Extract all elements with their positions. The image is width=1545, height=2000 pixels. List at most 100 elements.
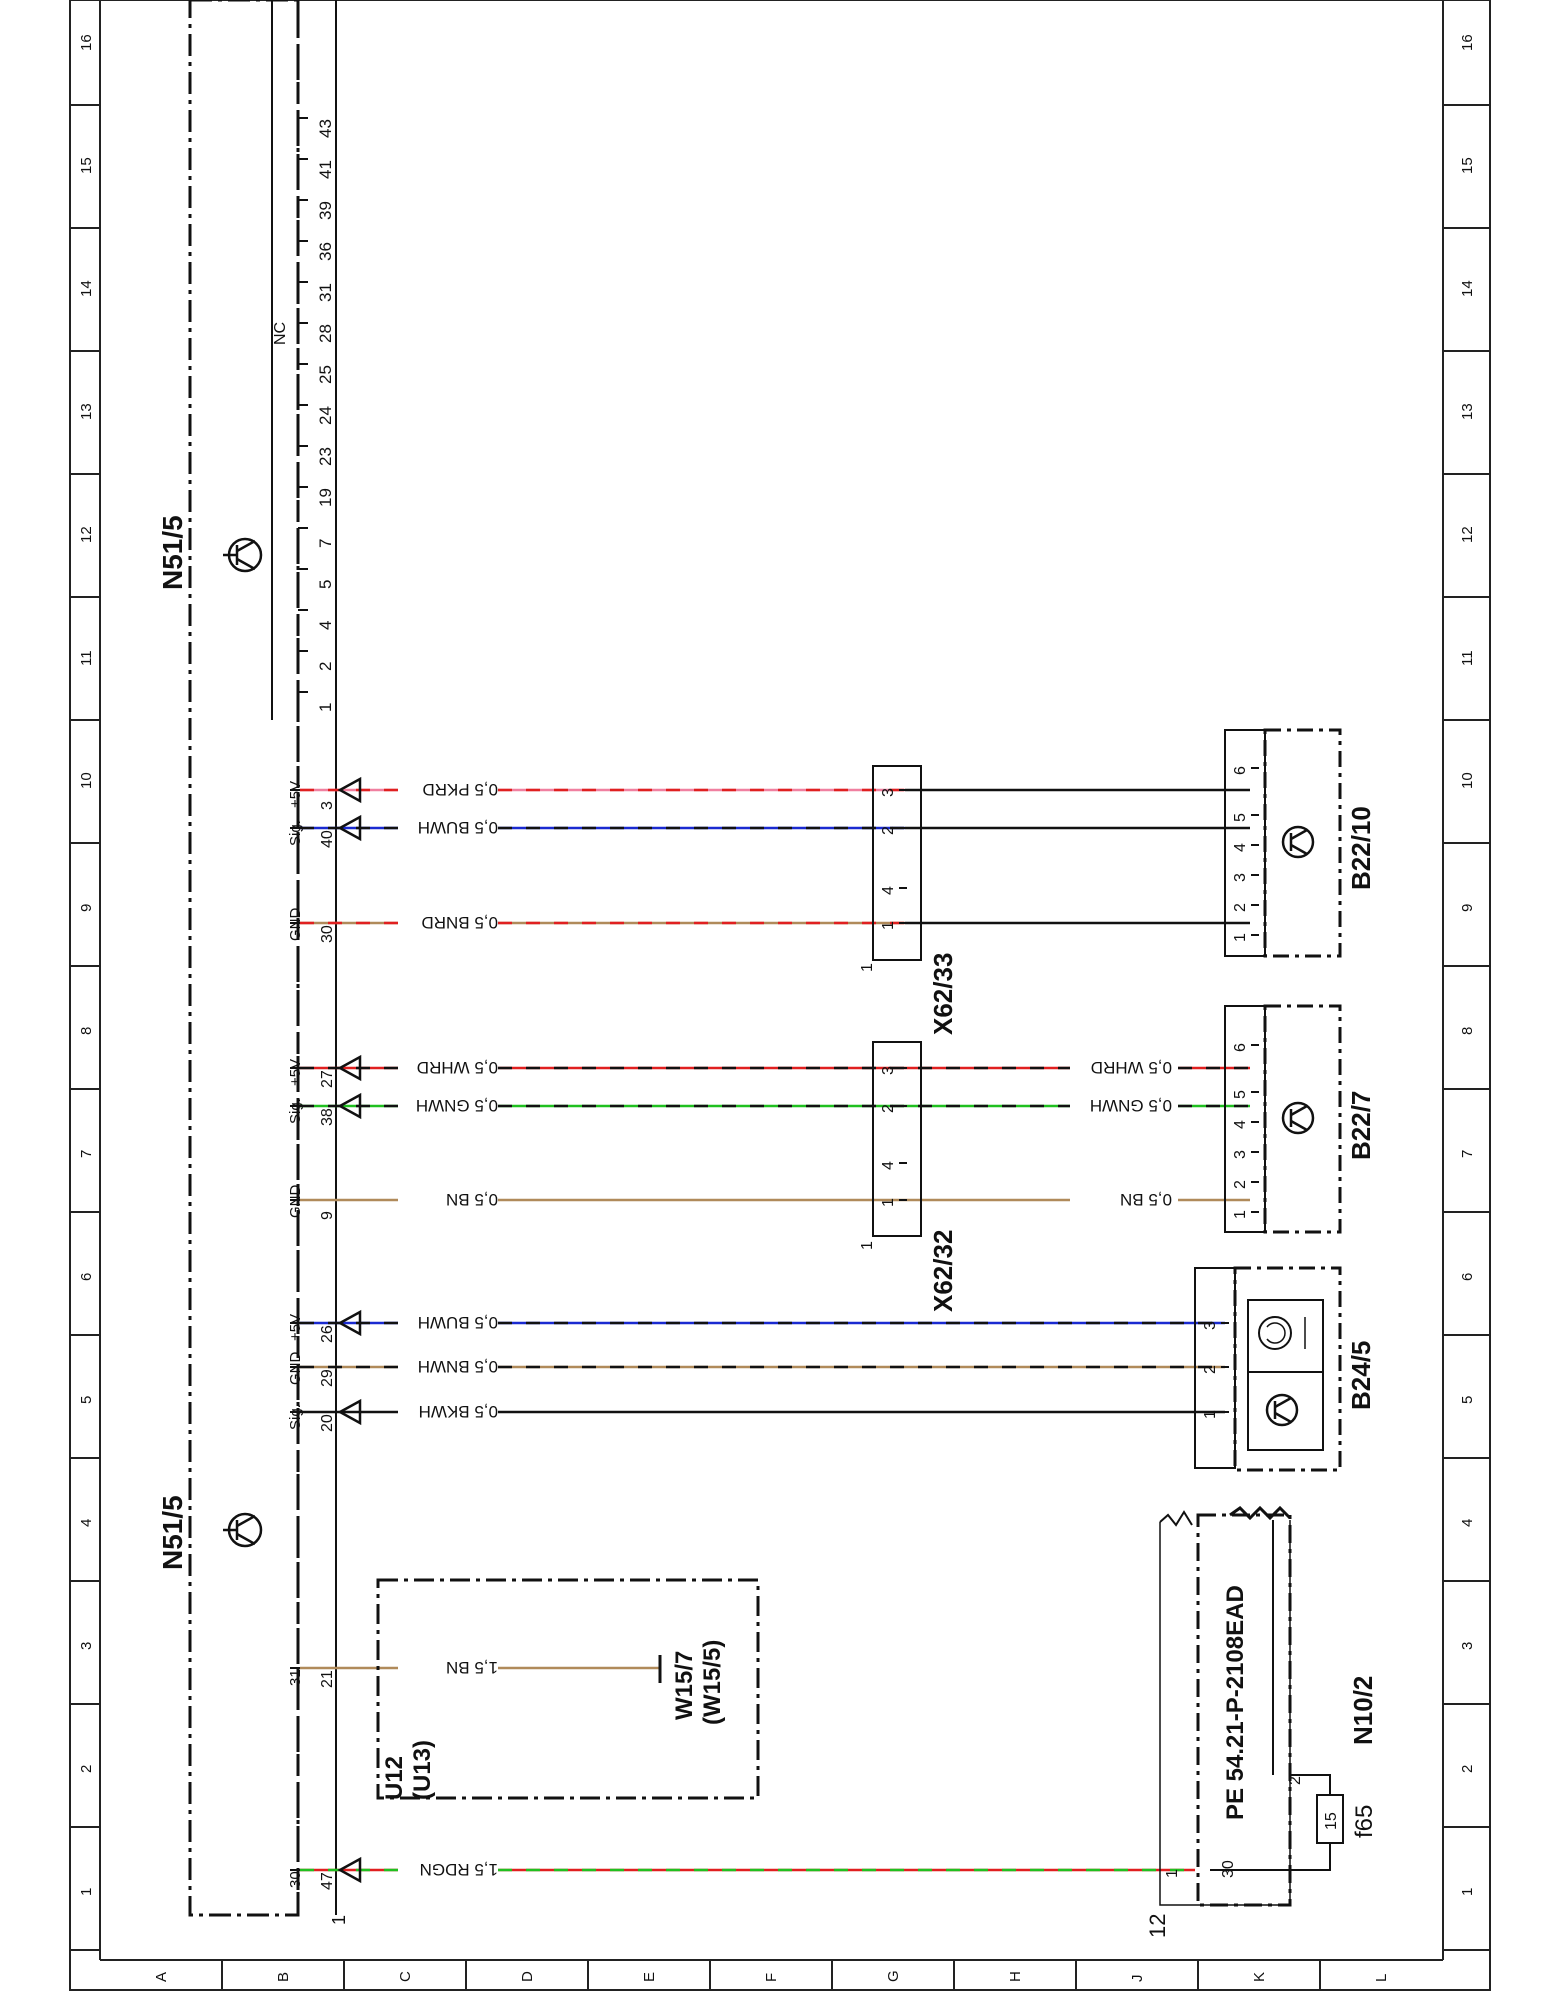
n51-top-pin: 5	[316, 580, 335, 589]
transistor-icon	[1281, 1101, 1315, 1135]
b22-7-label: B22/7	[1346, 1091, 1376, 1160]
fuse-number: 15	[1323, 1812, 1340, 1830]
wire: Sig.200,5 BKWH	[287, 1398, 1225, 1432]
n51-pin-number: 47	[319, 1872, 336, 1890]
x62-33-pin: 2	[880, 826, 897, 835]
b22-10-pin: 1	[1232, 933, 1249, 942]
column-number-right: 10	[1459, 772, 1476, 789]
wire: Sig. 38 0,5 GNWH 0,5 GNWH	[287, 1092, 1250, 1126]
column-number-left: 8	[78, 1027, 95, 1035]
column-number-right: 1	[1459, 1888, 1476, 1896]
column-number-left: 13	[78, 403, 95, 420]
n51-top-pin: 19	[316, 488, 335, 507]
x62-33-connector	[872, 765, 922, 961]
n51-signal-label: +5V	[287, 1314, 304, 1341]
index-12: 12	[1145, 1914, 1170, 1938]
nc-label: NC	[272, 322, 289, 345]
n51-signal-label: Sig.	[287, 1098, 304, 1124]
n51-top-pin: 24	[316, 406, 335, 425]
column-number-right: 6	[1459, 1273, 1476, 1281]
x62-32-label: X62/32	[928, 1230, 958, 1312]
wire-label-right: 0,5 WHRD	[1091, 1058, 1172, 1077]
b24-5-label: B24/5	[1346, 1341, 1376, 1410]
b22-7-sensor	[1263, 1004, 1342, 1234]
column-number-right: 16	[1459, 34, 1476, 51]
fuse-box-pin-2: 2	[1287, 1776, 1304, 1785]
row-letter: J	[1129, 1975, 1146, 1983]
fuse-box-pin-1: 1	[1164, 1869, 1181, 1878]
fuse-box-pin-30: 30	[1220, 1860, 1237, 1878]
column-number-left: 1	[78, 1888, 95, 1896]
n51-top-pin: 36	[316, 242, 335, 261]
b22-10-sensor	[1263, 728, 1342, 958]
wire-label: 0,5 BN	[446, 1190, 498, 1209]
n51-signal-label: Sig.	[287, 820, 304, 846]
n51-signal-label: GND	[287, 908, 304, 942]
n51-pin-number: 38	[319, 1108, 336, 1126]
n51-top-pin: 1	[316, 703, 335, 712]
u12-box	[376, 1578, 760, 1800]
row-letter: H	[1007, 1971, 1024, 1982]
n10-2-label: N10/2	[1348, 1676, 1378, 1745]
wire-label: 0,5 PKRD	[422, 780, 498, 799]
n51-pin-number: 40	[319, 830, 336, 848]
wire-label: 1,5 RDGN	[420, 1860, 498, 1879]
wire: +5V 26 0,5 BUWH	[287, 1309, 1225, 1343]
n51-pin-number: 20	[319, 1414, 336, 1432]
signal-arrow-icon	[337, 1309, 362, 1337]
row-letter: L	[1373, 1974, 1390, 1982]
w15-5-label: (W15/5)	[699, 1640, 726, 1725]
n51-signal-label: +5V	[287, 1059, 304, 1086]
column-number-left: 14	[78, 280, 95, 297]
n51-top-pin: 7	[316, 539, 335, 548]
break-mark	[1159, 1510, 1193, 1527]
row-letter: C	[397, 1971, 414, 1982]
column-number-right: 9	[1459, 904, 1476, 912]
b22-10-pin: 4	[1232, 843, 1249, 852]
n51-5-control-unit	[188, 0, 300, 1917]
signal-arrow-icon	[337, 1054, 362, 1082]
n51-top-pin: 41	[316, 160, 335, 179]
b24-5-pin: 1	[1202, 1410, 1219, 1419]
n51-top-pin: 43	[316, 119, 335, 138]
n51-pin-number: 26	[319, 1325, 336, 1343]
column-number-right: 7	[1459, 1150, 1476, 1158]
n51-5-label-upper: N51/5	[157, 515, 188, 590]
column-number-left: 4	[78, 1519, 95, 1527]
transistor-icon	[1265, 1393, 1299, 1427]
x62-33-pin: 3	[880, 788, 897, 797]
column-number-left: 16	[78, 34, 95, 51]
n51-pin-number: 9	[319, 1211, 336, 1220]
b22-10-label: B22/10	[1346, 806, 1376, 890]
wire-label-right: 0,5 GNWH	[1090, 1096, 1172, 1115]
n51-5-label-lower: N51/5	[157, 1495, 188, 1570]
n51-pin-number: 30	[319, 925, 336, 943]
column-number-right: 3	[1459, 1642, 1476, 1650]
x62-32-pin: 1	[880, 1198, 897, 1207]
fuse-box-ref: PE 54.21-P-2108EAD	[1222, 1585, 1249, 1820]
signal-arrow-icon	[337, 1856, 362, 1884]
wire-label: 0,5 BNRD	[421, 913, 498, 932]
transistor-icon	[223, 1512, 263, 1548]
wire-label: 0,5 GNWH	[416, 1096, 498, 1115]
n51-top-pin: 31	[316, 283, 335, 302]
wire-label-right: 0,5 BN	[1120, 1190, 1172, 1209]
b22-7-pin: 2	[1232, 1180, 1249, 1189]
x62-33-pin: 1	[880, 921, 897, 930]
b22-10-pin: 3	[1232, 873, 1249, 882]
wire-label: 0,5 BUWH	[418, 1313, 498, 1332]
b24-5-pin: 2	[1202, 1365, 1219, 1374]
b22-7-pin: 6	[1232, 1043, 1249, 1052]
wire: GND 30 0,5 BNRD	[287, 908, 1250, 943]
x62-32-pin: 2	[880, 1104, 897, 1113]
row-letter: G	[885, 1970, 902, 1982]
x62-32-index: 1	[859, 1241, 876, 1250]
